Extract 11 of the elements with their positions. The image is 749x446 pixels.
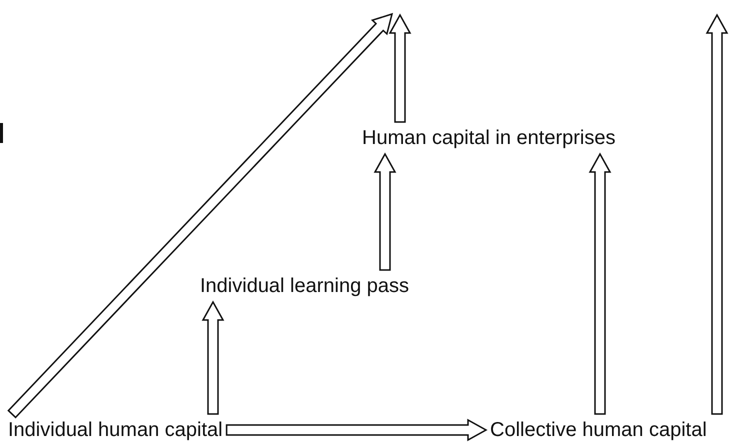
block-arrow <box>388 13 412 123</box>
concept-label: Individual learning pass <box>200 274 410 298</box>
concept-label: Individual human capital <box>8 418 223 442</box>
concept-label: Collective human capital <box>490 418 707 442</box>
block-arrow <box>374 152 396 271</box>
block-arrow <box>202 300 224 415</box>
concept-label: Human capital in enterprises <box>362 126 616 150</box>
block-arrow <box>226 418 488 442</box>
block-arrow <box>706 13 728 415</box>
block-arrow <box>588 152 612 415</box>
block-arrow <box>7 12 394 418</box>
